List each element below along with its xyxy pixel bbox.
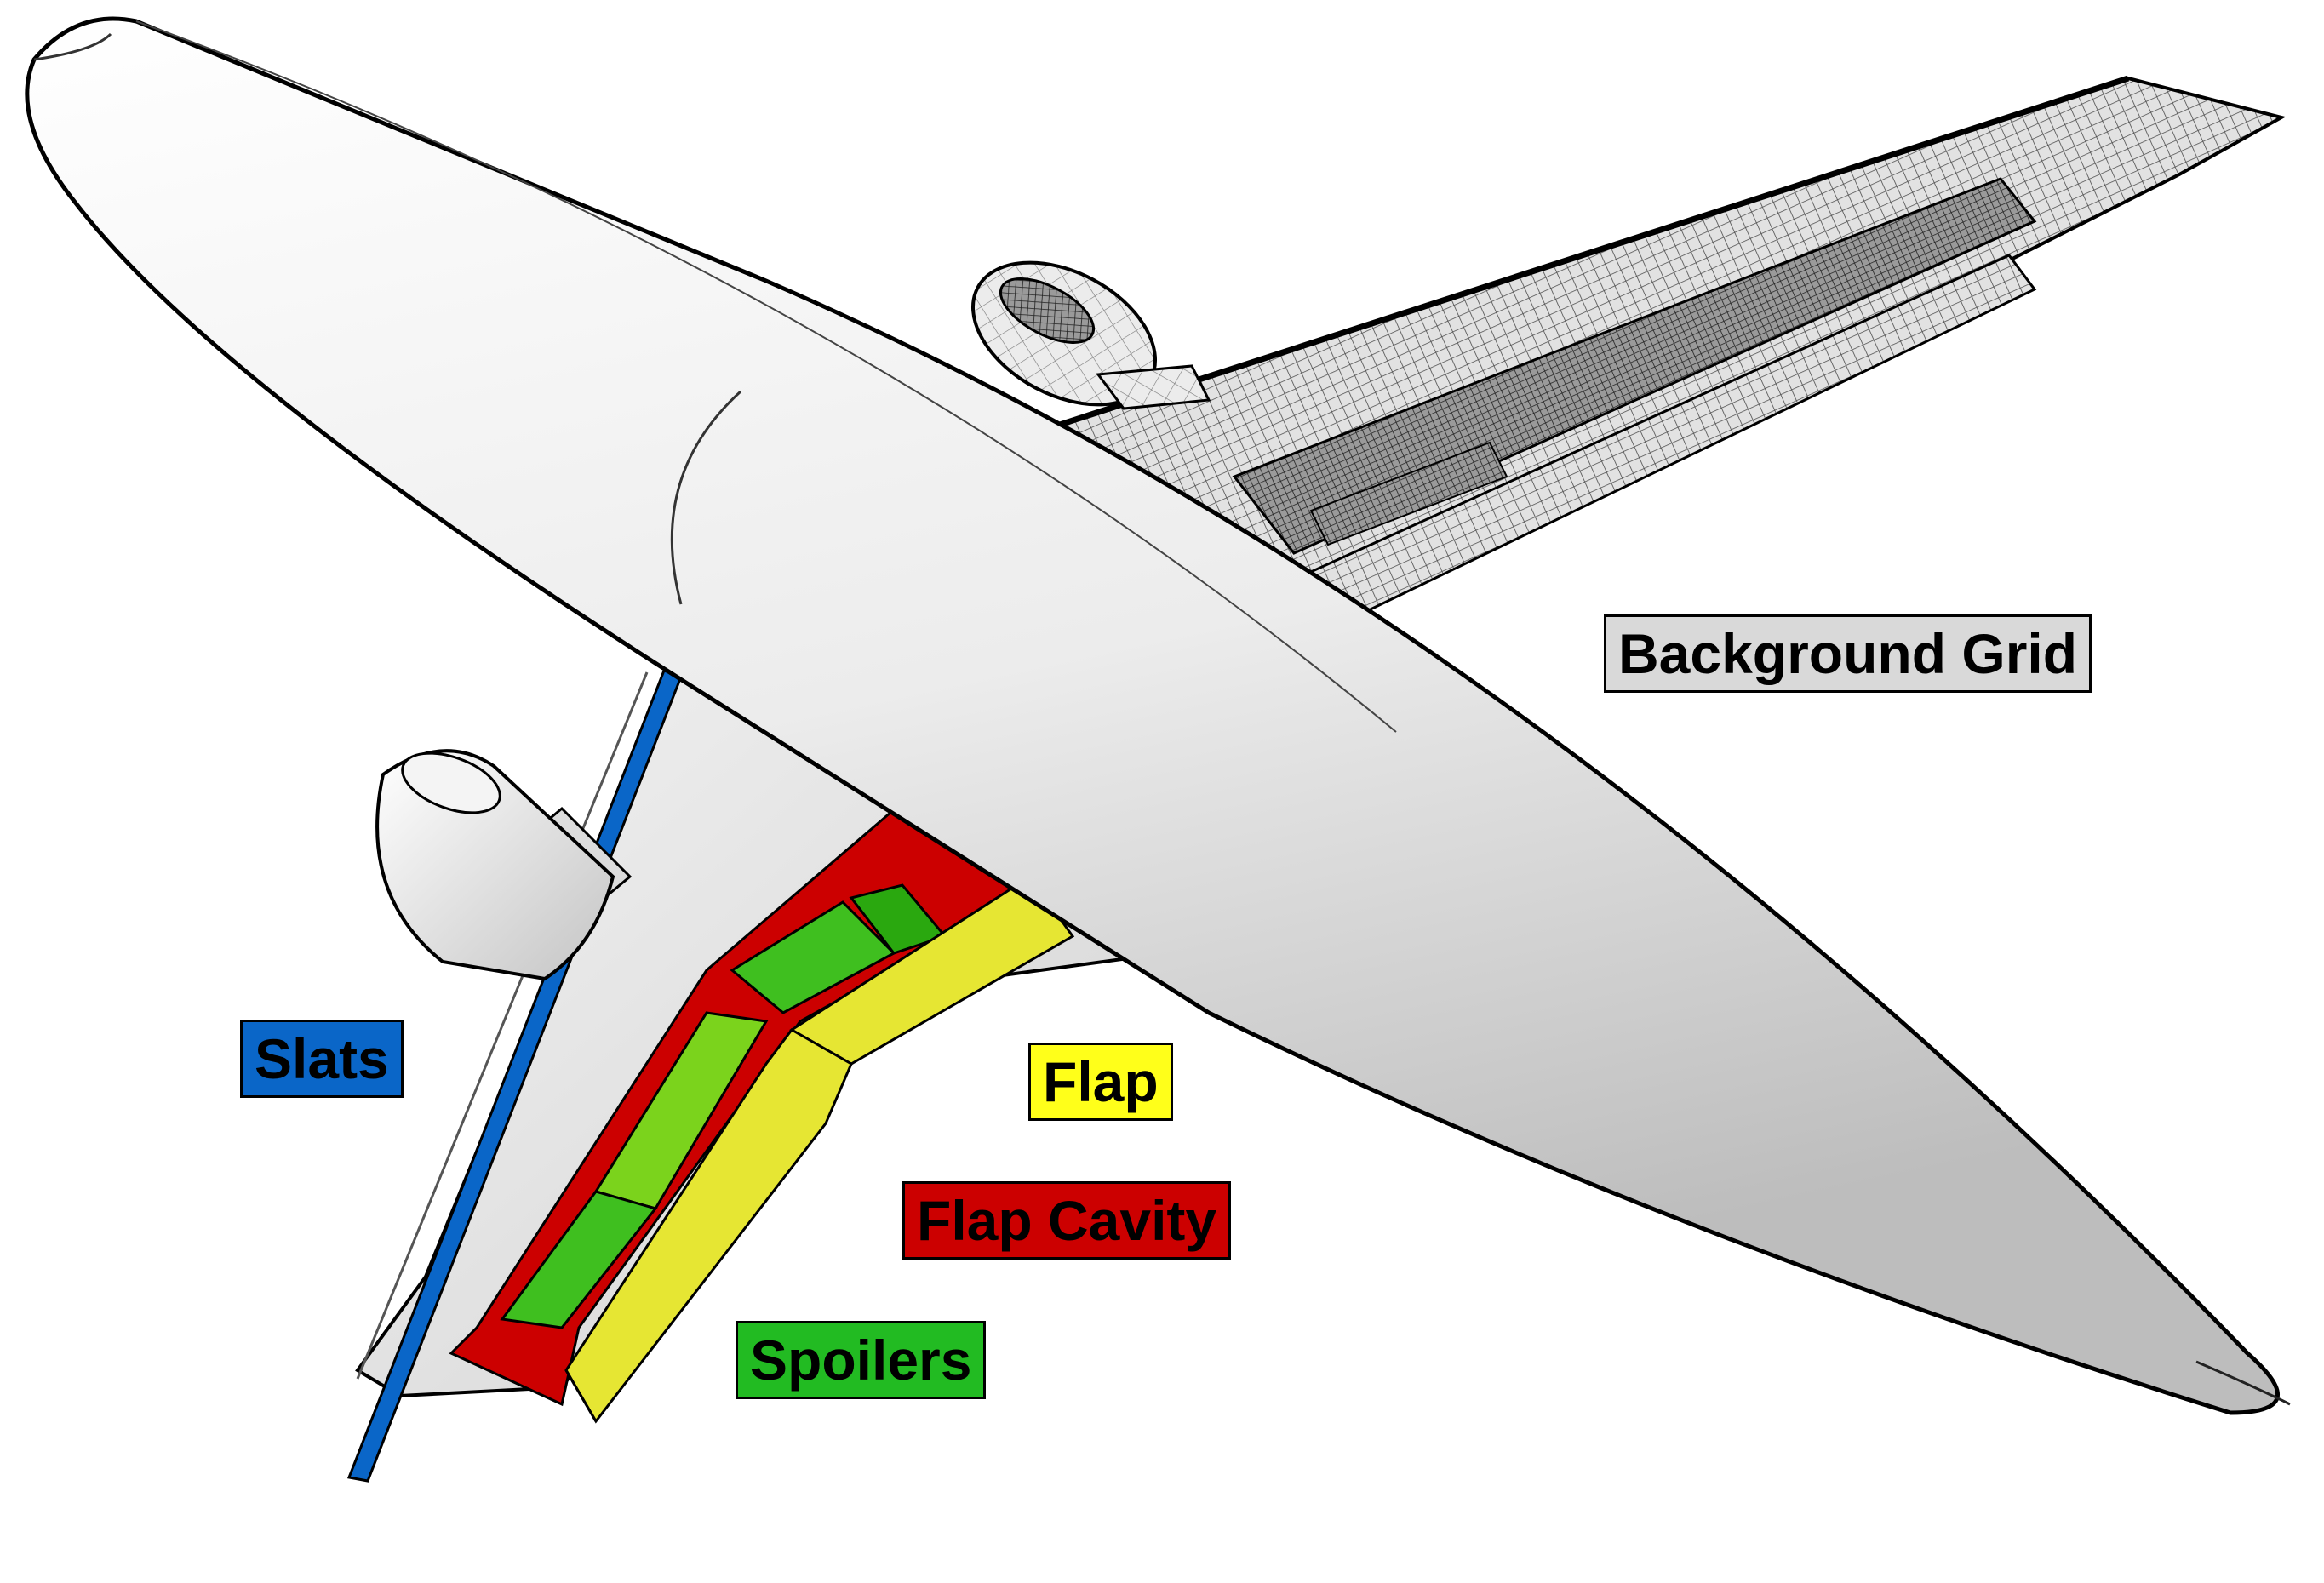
slats-label: Slats	[240, 1020, 404, 1098]
flap-label: Flap	[1028, 1043, 1173, 1121]
spoilers-label: Spoilers	[736, 1321, 987, 1399]
background-grid-label: Background Grid	[1604, 614, 2092, 693]
spoilers	[500, 883, 947, 1329]
flap-cavity-label: Flap Cavity	[902, 1181, 1232, 1260]
fuselage	[25, 16, 2291, 1415]
background-grid-wing	[970, 75, 2287, 649]
near-engine	[375, 749, 633, 981]
